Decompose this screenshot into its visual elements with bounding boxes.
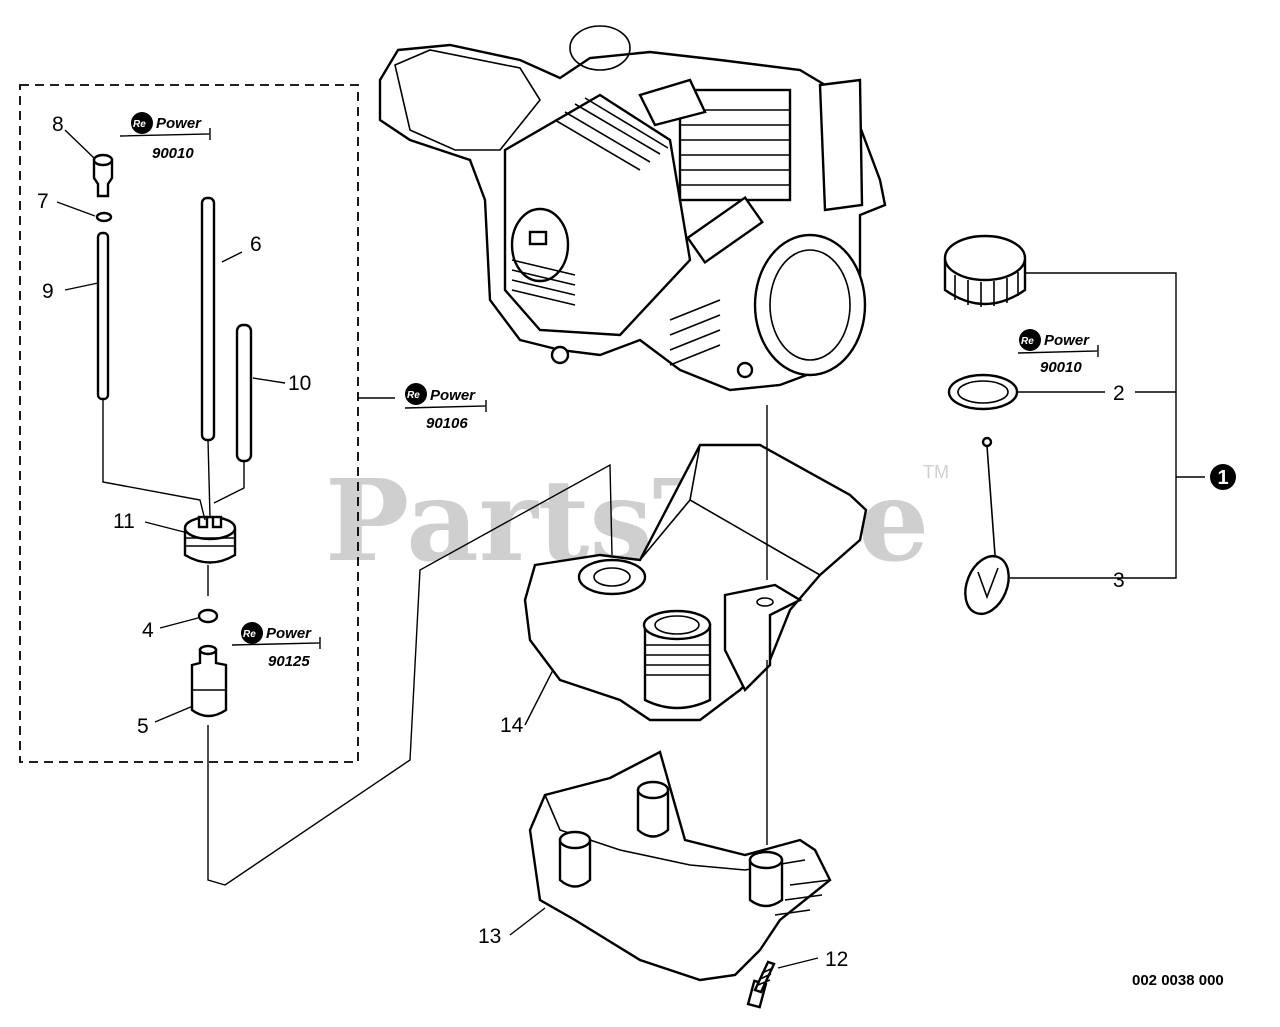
- svg-text:Re: Re: [243, 629, 256, 640]
- repower-kit-box: [19, 84, 359, 763]
- callout-1: 1: [1210, 464, 1236, 490]
- engine-icon: [378, 25, 887, 392]
- svg-text:Power: Power: [266, 625, 312, 642]
- tether-icon: [964, 436, 1010, 616]
- screw-icon: [746, 960, 776, 1009]
- callout-9: 9: [42, 280, 54, 303]
- callout-3: 3: [1113, 569, 1125, 592]
- fuel-cap-icon: [943, 234, 1027, 307]
- kit-number: 90106: [426, 415, 468, 432]
- watermark-trademark: TM: [923, 462, 949, 482]
- callout-8: 8: [52, 113, 64, 136]
- tank-guard-icon: [528, 750, 832, 982]
- fuel-tank-icon: [523, 443, 868, 722]
- svg-text:Re: Re: [133, 119, 146, 130]
- grommet-icon: [183, 515, 237, 564]
- document-number: 002 0038 000: [1132, 972, 1224, 989]
- svg-text:Power: Power: [1044, 332, 1090, 349]
- retainer-ring-icon: [947, 373, 1019, 411]
- svg-text:Power: Power: [430, 387, 476, 404]
- fuel-line-icon: [235, 323, 253, 463]
- kit-number: 90125: [268, 653, 310, 670]
- callout-2: 2: [1113, 382, 1125, 405]
- svg-text:1: 1: [1217, 467, 1228, 489]
- kit-number: 90010: [1040, 359, 1082, 376]
- check-valve-icon: [92, 153, 114, 198]
- repower-kit-badge: Re Power 90106: [404, 383, 487, 432]
- callout-6: 6: [250, 233, 262, 256]
- callout-7: 7: [37, 190, 49, 213]
- callout-14: 14: [500, 714, 524, 737]
- fuel-line-icon: [200, 196, 216, 442]
- callout-12: 12: [825, 948, 848, 971]
- callout-11: 11: [113, 510, 135, 533]
- leader-lines: [56, 129, 1205, 969]
- callout-5: 5: [137, 715, 149, 738]
- oring-icon: [197, 608, 219, 624]
- svg-text:Re: Re: [1021, 336, 1034, 347]
- svg-text:Power: Power: [156, 115, 202, 132]
- repower-kit-badge: Re Power 90125: [231, 622, 321, 670]
- callout-13: 13: [478, 925, 501, 948]
- fuel-filter-icon: [190, 644, 228, 718]
- kit-number: 90010: [152, 145, 194, 162]
- repower-kit-badge: Re Power 90010: [119, 112, 211, 162]
- fuel-line-icon: [96, 231, 110, 401]
- callout-4: 4: [142, 619, 154, 642]
- oring-icon: [95, 211, 113, 223]
- svg-text:Re: Re: [407, 390, 420, 401]
- repower-kit-badge: Re Power 90010: [1017, 329, 1099, 376]
- callout-10: 10: [288, 372, 311, 395]
